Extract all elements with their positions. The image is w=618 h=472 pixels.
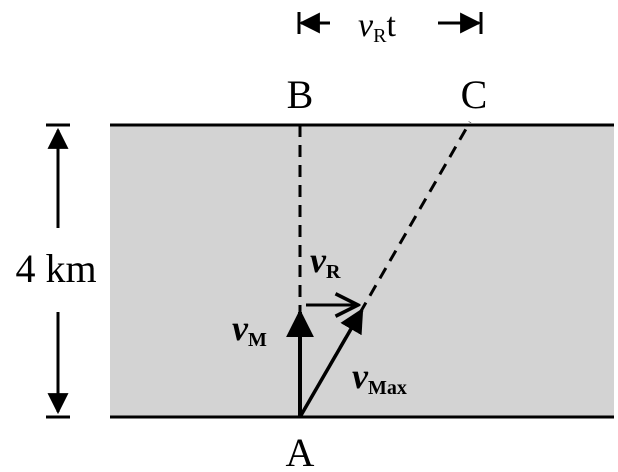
dashed-line-A-to-C <box>298 121 472 418</box>
vMax-vector <box>298 307 364 418</box>
vMax-label-v: v <box>352 356 369 396</box>
vM-label-v: v <box>232 308 249 348</box>
vR-label-sub: R <box>326 261 341 283</box>
vM-label-sub: M <box>248 329 267 351</box>
river-band <box>110 125 614 417</box>
point-A-label: A <box>286 430 315 472</box>
vRt-label-v: v <box>358 7 374 44</box>
vRt-label: vRt <box>358 7 396 47</box>
vMax-label-sub: Max <box>368 377 407 399</box>
vR-label-v: v <box>310 240 327 280</box>
vMax-label: vMax <box>352 356 407 399</box>
vRt-label-t: t <box>386 7 396 44</box>
vM-label: vM <box>232 308 267 351</box>
point-B-label: B <box>287 72 314 117</box>
distance-label: 4 km <box>15 246 96 291</box>
vRt-label-sub: R <box>373 25 387 47</box>
vR-label: vR <box>310 240 341 283</box>
point-C-label: C <box>461 72 488 117</box>
